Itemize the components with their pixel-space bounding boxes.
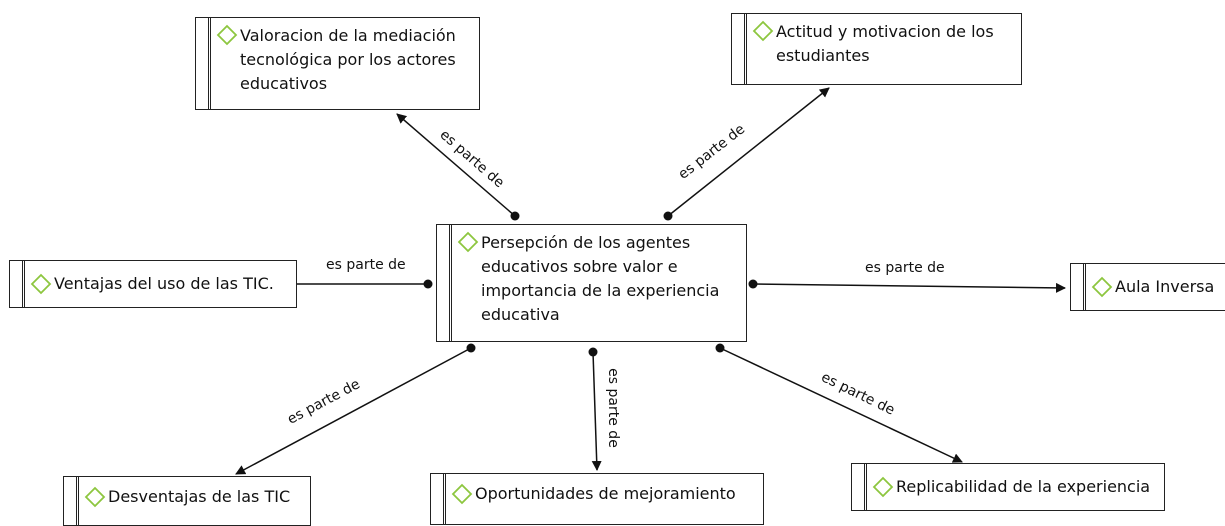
- node-label: Valoracion de la mediación tecnológica p…: [240, 26, 456, 93]
- edge-origin-dot: [748, 279, 758, 289]
- node-bar: [76, 477, 77, 525]
- node-bar: [451, 225, 452, 341]
- node-bar: [746, 14, 747, 84]
- node-bar: [210, 18, 211, 109]
- node-label: Persepción de los agentes educativos sob…: [481, 233, 720, 324]
- node-bar: [744, 14, 745, 84]
- edge-line-desventajas: [235, 347, 472, 475]
- green-diamond-icon: [84, 486, 106, 508]
- edge-origin-dot: [715, 343, 725, 353]
- node-bar: [78, 477, 79, 525]
- node-ventajas[interactable]: Ventajas del uso de las TIC.: [9, 260, 297, 308]
- edge-label-ventajas: es parte de: [326, 257, 406, 273]
- node-bar: [443, 474, 444, 524]
- green-diamond-icon: [30, 273, 52, 295]
- node-center[interactable]: Persepción de los agentes educativos sob…: [436, 224, 747, 342]
- green-diamond-icon: [1091, 276, 1113, 298]
- edge-line-actitud: [667, 87, 830, 217]
- edge-origin-dot: [588, 347, 598, 357]
- node-aula[interactable]: Aula Inversa: [1070, 263, 1225, 311]
- node-bar: [22, 261, 23, 307]
- node-label: Aula Inversa: [1115, 277, 1215, 296]
- edge-origin-dot: [510, 211, 520, 221]
- edge-origin-dot: [663, 211, 673, 221]
- node-bar: [1085, 264, 1086, 310]
- green-diamond-icon: [872, 476, 894, 498]
- node-bar: [449, 225, 450, 341]
- edge-line-valoracion: [396, 113, 516, 217]
- node-oportunidades[interactable]: Oportunidades de mejoramiento: [430, 473, 764, 525]
- node-label: Replicabilidad de la experiencia: [896, 477, 1151, 496]
- edge-label-aula: es parte de: [865, 260, 945, 276]
- node-label: Actitud y motivacion de los estudiantes: [776, 22, 994, 65]
- green-diamond-icon: [457, 231, 479, 253]
- node-bar: [866, 464, 867, 510]
- edge-line-oportunidades: [591, 351, 602, 471]
- green-diamond-icon: [216, 24, 238, 46]
- node-replicabilidad[interactable]: Replicabilidad de la experiencia: [851, 463, 1165, 511]
- node-label: Ventajas del uso de las TIC.: [54, 274, 274, 293]
- edge-line-replicabilidad: [719, 347, 963, 463]
- node-label: Oportunidades de mejoramiento: [475, 484, 736, 503]
- node-valoracion[interactable]: Valoracion de la mediación tecnológica p…: [195, 17, 480, 110]
- edge-label-oportunidades: es parte de: [604, 368, 621, 448]
- node-actitud[interactable]: Actitud y motivacion de los estudiantes: [731, 13, 1022, 85]
- edge-origin-dot: [466, 343, 476, 353]
- node-label: Desventajas de las TIC: [108, 487, 291, 506]
- node-bar: [1083, 264, 1084, 310]
- node-bar: [864, 464, 865, 510]
- edge-origin-dot: [423, 279, 433, 289]
- green-diamond-icon: [752, 20, 774, 42]
- node-bar: [208, 18, 209, 109]
- node-desventajas[interactable]: Desventajas de las TIC: [63, 476, 311, 526]
- node-bar: [24, 261, 25, 307]
- edge-line-aula: [752, 282, 1066, 293]
- green-diamond-icon: [451, 483, 473, 505]
- node-bar: [445, 474, 446, 524]
